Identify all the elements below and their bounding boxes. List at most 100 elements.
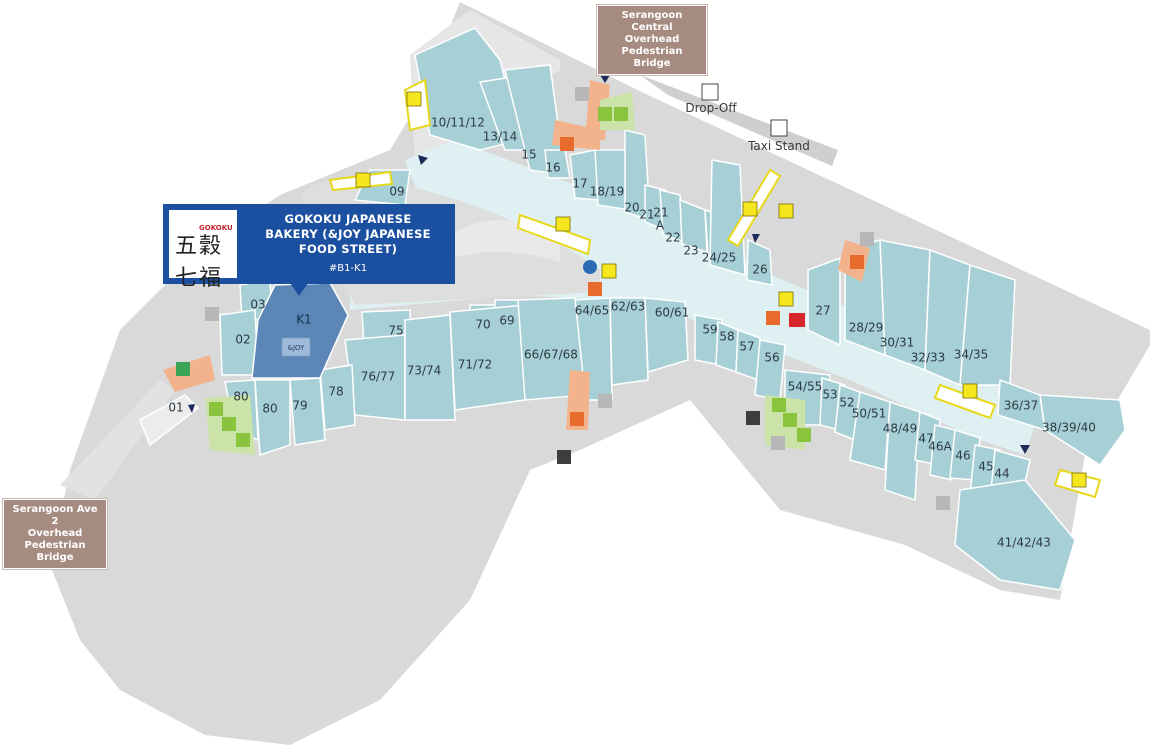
unit-label: 03 [250, 298, 265, 312]
serangoon-central-bridge-tag[interactable]: Serangoon Central Overhead Pedestrian Br… [597, 5, 707, 75]
unit-50-51[interactable] [849, 391, 891, 471]
unit-62-63[interactable] [609, 297, 649, 386]
bridge-line: Pedestrian Bridge [24, 540, 86, 563]
unit-label: 26 [752, 263, 767, 277]
unit-label: 15 [521, 148, 536, 162]
lift-icon [570, 412, 584, 426]
unit-label: 18/19 [590, 185, 625, 199]
facility-icons [176, 83, 950, 510]
logo-accent: GOKOKU [199, 224, 233, 232]
escalator-icon [555, 216, 571, 232]
unit-label: 46A [928, 440, 952, 454]
unit-26[interactable] [746, 238, 773, 286]
unit-27[interactable] [807, 256, 841, 347]
unit-46A[interactable] [929, 424, 956, 481]
atm-icon [588, 282, 602, 296]
unit-label: 21 [653, 206, 668, 220]
bridge-line: Overhead [27, 528, 83, 539]
unit-label: 32/33 [911, 351, 946, 365]
lift-icon [850, 255, 864, 269]
stairs-icon [575, 87, 589, 101]
unit-label: 22 [665, 231, 680, 245]
unit-label: 02 [235, 333, 250, 347]
unit-22[interactable] [679, 198, 708, 254]
unit-label: 57 [739, 340, 754, 354]
unit-60-61[interactable] [644, 297, 689, 373]
unit-label: 21 [639, 208, 654, 222]
store-callout[interactable]: GOKOKU 五穀七福 GOKOKU JAPANESE BAKERY (&JOY… [163, 204, 455, 291]
unit-label: 27 [815, 304, 830, 318]
unit-56[interactable] [754, 339, 786, 401]
toilet-icon [236, 433, 250, 447]
unit-24-25[interactable] [709, 159, 746, 277]
unit-label: 50/51 [852, 407, 887, 421]
unit-label: 47 [918, 432, 933, 446]
callout-title-line: GOKOKU JAPANESE [284, 212, 412, 226]
accessible-icon [614, 107, 628, 121]
unit-80b[interactable] [254, 379, 291, 457]
serangoon-ave2-bridge-tag[interactable]: Serangoon Ave 2 Overhead Pedestrian Brid… [3, 499, 107, 569]
unit-label: 44 [994, 467, 1009, 481]
unit-41-42-43[interactable] [954, 479, 1076, 591]
unit-label: A [656, 219, 665, 233]
unit-label: 76/77 [361, 370, 396, 384]
unit-34-35[interactable] [959, 263, 1016, 386]
accessible-icon [797, 428, 811, 442]
unit-label-k1: K1 [296, 313, 312, 327]
stairs-icon [860, 232, 874, 246]
bridge-line: Serangoon Ave 2 [12, 504, 98, 527]
toilet-icon [783, 413, 797, 427]
unit-label: 13/14 [483, 130, 518, 144]
escalator-icon [355, 172, 371, 188]
lift-icon [557, 450, 571, 464]
unit-label: 56 [764, 351, 779, 365]
unit-48-49[interactable] [884, 400, 921, 502]
unit-label: 79 [292, 399, 307, 413]
unit-label: 75 [388, 324, 403, 338]
unit-16[interactable] [544, 149, 571, 179]
unit-label: 45 [978, 460, 993, 474]
stairs-icon [936, 496, 950, 510]
logo-text: 五穀七福 [175, 234, 224, 291]
bridge-line: Pedestrian Bridge [621, 46, 683, 69]
joy-logo-text: &JOY [288, 344, 306, 352]
unit-label: 73/74 [407, 364, 442, 378]
unit-label: 48/49 [883, 422, 918, 436]
unit-label: 36/37 [1004, 399, 1039, 413]
unit-label: 28/29 [849, 321, 884, 335]
entrance-arrow-icon [418, 155, 428, 165]
accessible-icon [222, 417, 236, 431]
unit-label: 46 [955, 449, 970, 463]
unit-label: 62/63 [611, 300, 646, 314]
unit-label: 80 [262, 402, 277, 416]
unit-labels: 10/11/12 13/14 15 16 09 17 18/19 20 21 2… [168, 116, 1096, 550]
unit-label: 20 [624, 201, 639, 215]
babycare-icon [772, 398, 786, 412]
unit-label: 09 [389, 185, 404, 199]
unit-label: 34/35 [954, 348, 989, 362]
stairs-icon [598, 394, 612, 408]
escalator-icon [962, 383, 978, 399]
joy-logo-badge [281, 337, 311, 357]
axs-kiosk-icon [789, 313, 805, 327]
unit-label: 70 [475, 318, 490, 332]
unit-label: 60/61 [655, 306, 690, 320]
taxi-icon [770, 119, 788, 137]
unit-label: 17 [572, 177, 587, 191]
lift-icon [746, 411, 760, 425]
escalator-icon [742, 201, 758, 217]
entrance-arrow-icon [752, 234, 760, 243]
escalators [328, 78, 1102, 499]
info-counter-icon [583, 260, 597, 274]
unit-label: 54/55 [788, 380, 823, 394]
escalator-icon [406, 91, 422, 107]
unit-01[interactable] [139, 394, 200, 447]
bridge-line: Serangoon Central [621, 10, 683, 33]
escalator-band [516, 213, 592, 256]
lift-icon [176, 362, 190, 376]
unit-38-39-40[interactable] [1039, 394, 1126, 467]
unit-73-74[interactable] [404, 314, 456, 421]
unit-78[interactable] [319, 364, 356, 431]
